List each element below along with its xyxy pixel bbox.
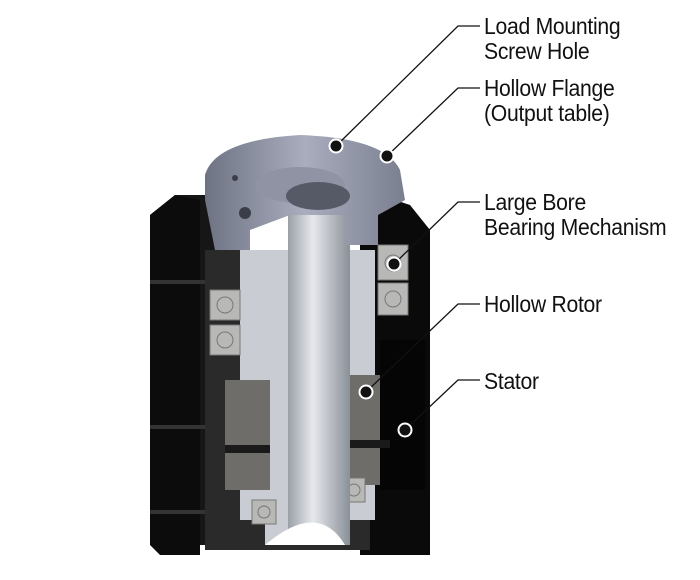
label-stator: Stator [484,369,539,394]
label-line: Screw Hole [484,38,590,64]
label-hollow-rotor: Hollow Rotor [484,292,602,317]
cutaway-section [205,195,425,550]
label-line: Bearing Mechanism [484,214,667,240]
label-load-mounting-screw-hole: Load Mounting Screw Hole [484,13,621,64]
leader-lines [335,25,480,431]
label-hollow-flange: Hollow Flange (Output table) [484,75,615,126]
callout-dots [328,138,413,438]
label-large-bore-bearing: Large Bore Bearing Mechanism [484,189,667,240]
label-line: Hollow Rotor [484,291,602,317]
label-line: Large Bore [484,189,586,215]
hollow-flange-shape [205,135,405,250]
label-line: Load Mounting [484,13,621,39]
label-line: Hollow Flange [484,75,615,101]
label-line: Stator [484,368,539,394]
bearing-icons [209,244,409,525]
label-line: (Output table) [484,100,610,126]
